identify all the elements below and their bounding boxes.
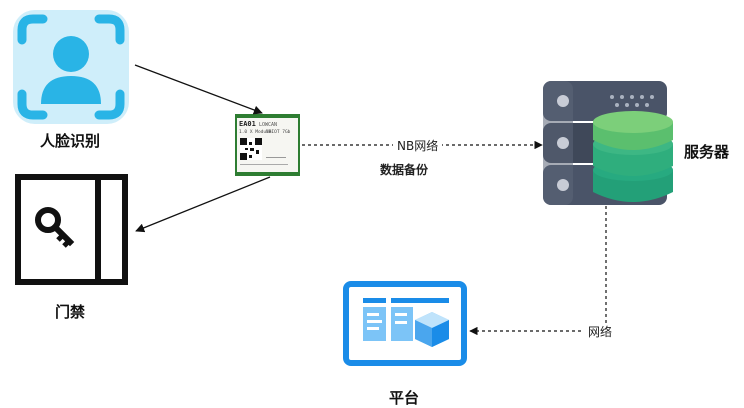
module-line3: NBIOT 7Gb: [266, 129, 291, 135]
module-model-text: EA01: [239, 120, 256, 128]
nb-module-icon: [235, 114, 300, 176]
edge-server-to-platform: [469, 206, 607, 336]
door-access-icon: [15, 174, 128, 285]
platform-label: 平台: [389, 389, 420, 407]
edge-face-to-module: [134, 64, 263, 115]
face-recognition-icon: [13, 10, 129, 124]
server-label: 服务器: [684, 143, 730, 161]
database-icon: [593, 111, 673, 202]
module-line2: 1.0 X Module: [239, 129, 272, 135]
access-control-label: 门禁: [55, 303, 86, 321]
edge-module-to-door: [135, 176, 271, 233]
data-backup-label: 数据备份: [380, 163, 429, 177]
module-sub-text: LOWCAN: [259, 122, 277, 128]
platform-monitor-icon: [343, 281, 467, 366]
face-recognition-label: 人脸识别: [40, 132, 101, 150]
network-label: 网络: [584, 323, 617, 340]
nb-network-label: NB网络: [393, 137, 443, 154]
